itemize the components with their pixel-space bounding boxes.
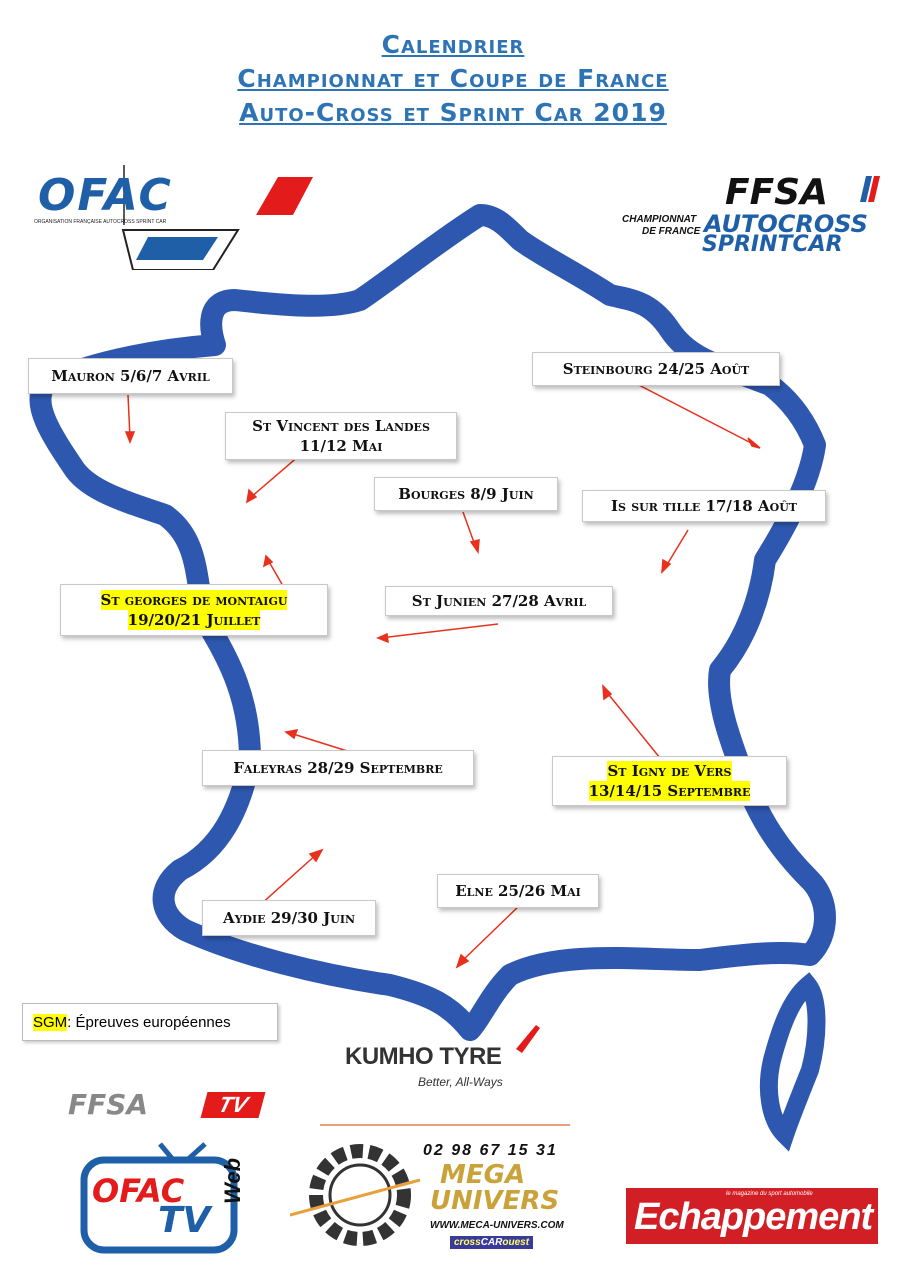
ofac-tv-word: OFAC (92, 1172, 185, 1210)
echappement-logo: le magazine du sport automobile Echappem… (626, 1188, 878, 1244)
echappement-tagline: le magazine du sport automobile (726, 1191, 813, 1197)
event-is-sur-tille-label: Is sur tille 17/18 Août (611, 497, 797, 515)
ffsa-tv-badge: TV (200, 1092, 266, 1118)
event-st-junien-label: St Junien 27/28 Avril (411, 592, 587, 610)
ffsa-championnat: CHAMPIONNAT (622, 214, 697, 225)
arrowhead-elne (455, 953, 470, 969)
ffsa-flag-mark (860, 176, 880, 202)
ofac-logo: OFAC ORGANISATION FRANÇAISE AUTOCROSS SP… (28, 165, 318, 271)
ffsa-sprintcar: SPRINTCAR (702, 232, 843, 257)
event-elne-label: Elne 25/26 Mai (455, 882, 581, 900)
title-line-2: Championnat et Coupe de France (237, 64, 669, 93)
event-faleyras-label: Faleyras 28/29 Septembre (233, 759, 443, 777)
event-bourges-label: Bourges 8/9 Juin (398, 485, 534, 503)
ofac-wordmark: OFAC (38, 170, 173, 221)
arrow-aydie (259, 852, 319, 906)
ffsa-de-france: DE FRANCE (642, 226, 701, 237)
event-st-vincent: St Vincent des Landes 11/12 Mai (225, 412, 457, 460)
event-aydie-label: Aydie 29/30 Juin (222, 909, 356, 927)
event-elne: Elne 25/26 Mai (437, 874, 599, 908)
arrowhead-steinbourg (747, 437, 761, 449)
arrow-st-igny (604, 689, 661, 759)
divider-line (320, 1124, 570, 1126)
event-steinbourg: Steinbourg 24/25 Août (532, 352, 780, 386)
arrow-elne (459, 904, 521, 964)
event-mauron-label: Mauron 5/6/7 Avril (51, 367, 210, 385)
event-mauron: Mauron 5/6/7 Avril (28, 358, 233, 394)
mega-sub2: CAR (480, 1237, 503, 1248)
mega-crosscarouest: crossCARouest (450, 1236, 534, 1249)
ofac-tagline: ORGANISATION FRANÇAISE AUTOCROSS SPRINT … (34, 219, 167, 225)
arrowhead-st-vincent (246, 488, 258, 504)
kumho-tagline: Better, All-Ways (418, 1075, 503, 1089)
arrowhead-is-sur-tille (661, 558, 672, 574)
legend-box: SGM : Épreuves européennes (22, 1003, 278, 1041)
mega-sub3: ouest (502, 1237, 530, 1248)
ofac-tv-web: Web (220, 1157, 245, 1204)
ffsa-wordmark: FFSA (725, 172, 828, 213)
event-steinbourg-label: Steinbourg 24/25 Août (562, 360, 750, 378)
arrowhead-aydie (308, 848, 324, 863)
event-st-igny-date: 13/14/15 Septembre (588, 781, 751, 801)
ffsa-tv-word: FFSA (68, 1088, 149, 1121)
mega-phone: 02 98 67 15 31 (423, 1142, 558, 1159)
event-is-sur-tille: Is sur tille 17/18 Août (582, 490, 826, 522)
arrow-is-sur-tille (664, 529, 689, 569)
mega-url: WWW.MECA-UNIVERS.COM (430, 1220, 564, 1231)
arrow-mauron (127, 394, 131, 439)
ofac-tv-screen (80, 1142, 238, 1254)
event-st-vincent-date: 11/12 Mai (299, 437, 383, 455)
arrowhead-st-igny (602, 684, 613, 701)
arrowhead-st-georges (262, 554, 274, 568)
event-st-georges: St georges de montaigu 19/20/21 Juillet (60, 584, 328, 636)
mega-univers-gear (290, 1144, 421, 1246)
event-faleyras: Faleyras 28/29 Septembre (202, 750, 474, 786)
echappement-name: Echappement (634, 1196, 873, 1238)
ffsa-logo: FFSA CHAMPIONNAT DE FRANCE AUTOCROSS SPR… (620, 172, 890, 262)
arrowhead-st-junien (376, 632, 389, 644)
kumho-name: KUMHO TYRE (345, 1043, 502, 1070)
ffsa-autocross: AUTOCROSS (704, 210, 868, 238)
mega-line1: MEGA (440, 1160, 526, 1190)
legend-text: : Épreuves européennes (67, 1013, 231, 1031)
arrowhead-mauron (124, 431, 136, 445)
arrow-st-vincent (249, 454, 301, 499)
mega-univers-logo: 02 98 67 15 31 MEGA UNIVERS WWW.MECA-UNI… (290, 1140, 590, 1262)
legend-code: SGM (33, 1013, 68, 1031)
kumho-mark (516, 1025, 540, 1053)
corsica-outline (759, 972, 826, 1152)
event-st-junien: St Junien 27/28 Avril (385, 586, 613, 616)
event-bourges: Bourges 8/9 Juin (374, 477, 558, 511)
ofac-tv-logo: OFAC TV Web (80, 1142, 265, 1254)
arrowhead-faleyras (284, 729, 299, 740)
arrowhead-bourges (469, 539, 480, 555)
event-st-igny: St Igny de Vers 13/14/15 Septembre (552, 756, 787, 806)
event-st-vincent-place: St Vincent des Landes (252, 417, 430, 435)
ffsa-tv-logo: FFSA TV (68, 1088, 268, 1122)
mega-line2: UNIVERS (430, 1186, 560, 1216)
event-st-igny-place: St Igny de Vers (607, 761, 732, 781)
event-st-georges-date: 19/20/21 Juillet (127, 610, 261, 630)
title-line-3: Auto-Cross et Sprint Car 2019 (239, 98, 667, 127)
mega-sub1: cross (454, 1237, 481, 1248)
event-st-georges-place: St georges de montaigu (100, 590, 288, 610)
kumho-logo: KUMHO TYRE Better, All-Ways (340, 1025, 550, 1095)
arrow-st-junien (379, 623, 499, 639)
title-line-1: Calendrier (381, 30, 525, 59)
ofac-tv-tv: TV (158, 1200, 211, 1241)
event-aydie: Aydie 29/30 Juin (202, 900, 376, 936)
arrow-steinbourg (634, 382, 756, 446)
